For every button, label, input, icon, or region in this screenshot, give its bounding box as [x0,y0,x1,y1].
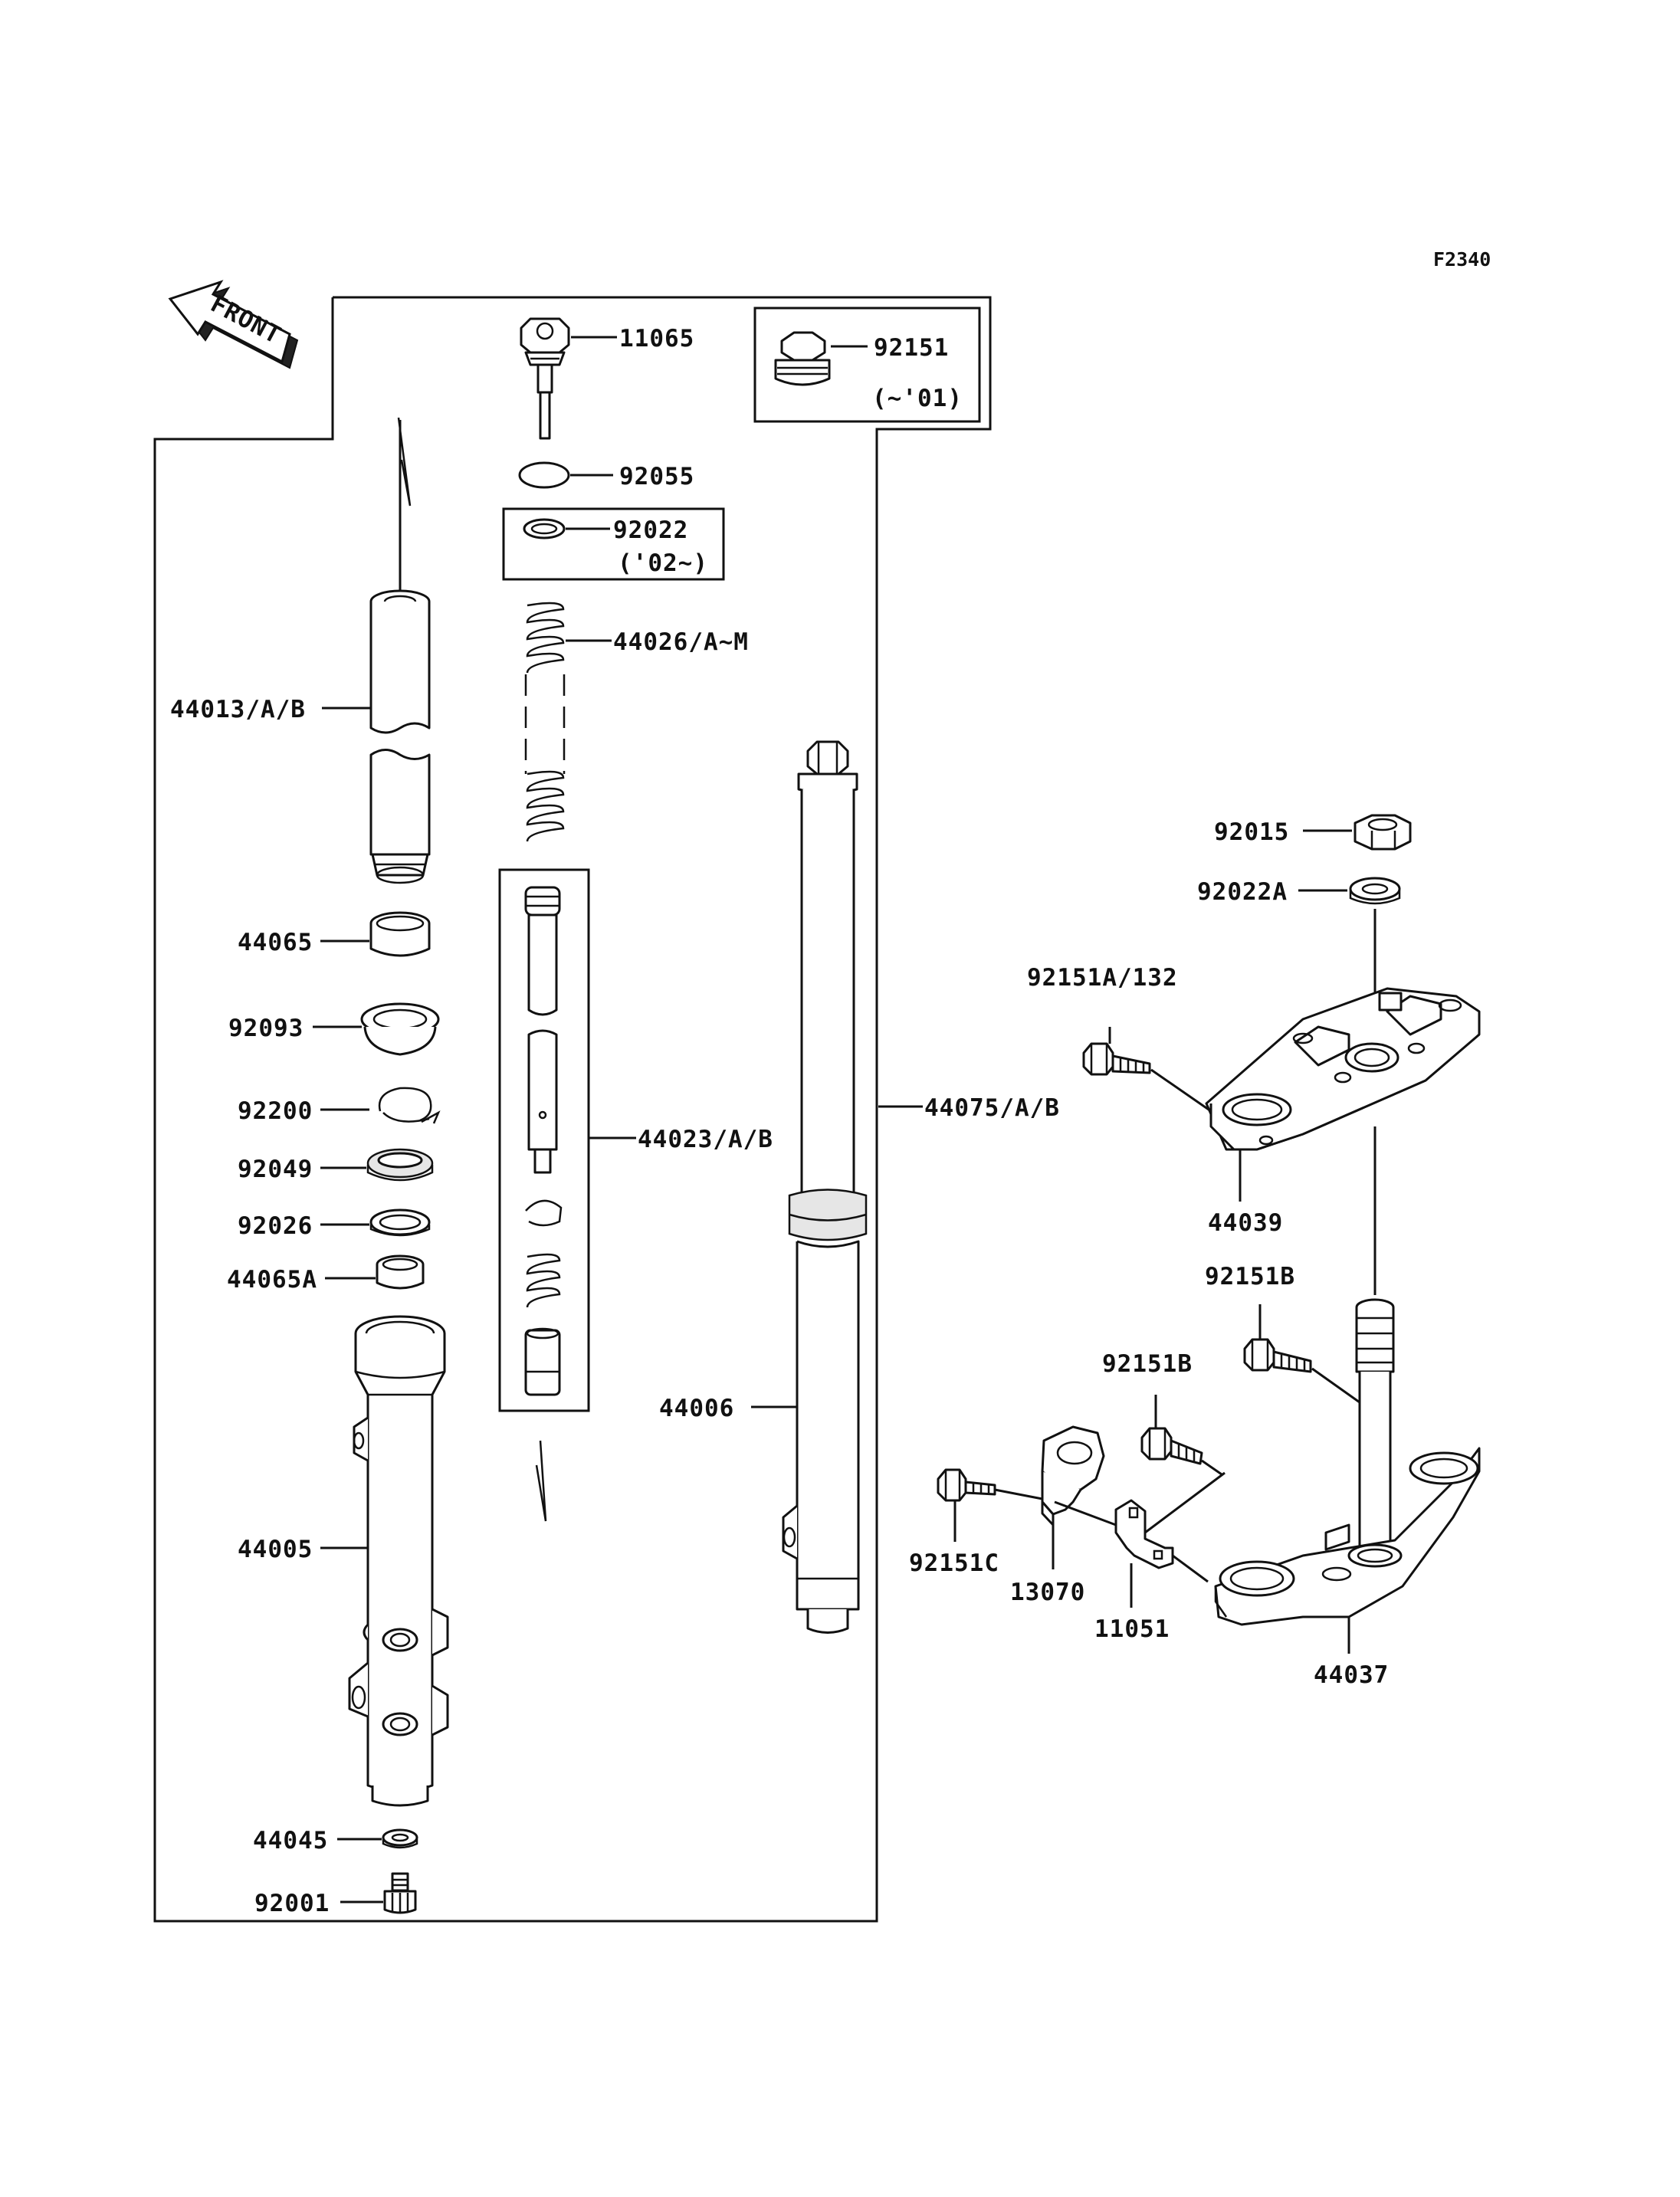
bolt-92151C-icon [937,1468,996,1502]
label-92022: 92022 [613,516,688,544]
label-44039: 44039 [1208,1209,1283,1237]
leader-92151C [994,1488,1043,1500]
washer-92022-icon [523,518,566,539]
label-44005: 44005 [238,1536,313,1563]
label-13070: 13070 [1010,1579,1085,1606]
label-44037: 44037 [1314,1661,1389,1689]
fork-spring-44026-icon [524,602,566,842]
label-44065: 44065 [238,929,313,956]
label-92015: 92015 [1214,818,1289,846]
circlip-92200-icon [378,1087,441,1124]
outer-tube-44005-icon [348,1315,449,1807]
label-92200: 92200 [238,1097,313,1125]
top-cap-11065-icon [520,317,570,440]
label-44013: 44013/A/B [170,696,306,723]
fork-assembly-44075-icon [782,740,868,1634]
inset-box-92151 [753,307,981,423]
oil-seal-92049-icon [366,1148,434,1182]
label-92055: 92055 [619,463,694,490]
label-44006: 44006 [659,1395,734,1422]
label-92151: 92151 [874,334,949,362]
washer-44045-icon [382,1828,418,1849]
inner-tube-44013-icon [369,589,431,884]
label-92151B-2: 92151B [1102,1350,1193,1378]
front-arrow-icon: FRONT [168,280,299,369]
label-92049: 92049 [238,1156,313,1183]
steering-stem-44037-icon [1214,1298,1481,1626]
label-11065: 11065 [619,325,694,353]
label-92151-note: (~'01) [872,385,963,412]
inset-box-92022 [502,507,725,581]
fork-assembly-outline [153,296,992,1923]
bolt-92151B-1-icon [1243,1338,1312,1373]
upper-bracket-44039-icon [1205,987,1481,1151]
leader-11051-up [1144,1471,1226,1534]
leader-11051-right [1172,1554,1209,1583]
label-92022A: 92022A [1197,878,1288,906]
label-92151C: 92151C [909,1549,999,1577]
label-44026: 44026/A~M [613,628,749,656]
washer-92022A-icon [1349,877,1401,905]
bolt-92151A-icon [1082,1042,1151,1076]
label-92026: 92026 [238,1212,313,1240]
dust-seal-92093-icon [360,1002,440,1056]
bushing-44065A-icon [376,1254,425,1290]
leader-92151B-2 [1201,1459,1222,1476]
label-44045: 44045 [253,1827,328,1854]
bolt-92151B-2-icon [1140,1427,1203,1465]
bolt-92001-icon [383,1872,417,1914]
label-92022-note: ('02~) [618,549,708,577]
leader-92151B-1 [1311,1367,1360,1404]
leader-13070-bracket [1054,1500,1117,1526]
label-11051: 11051 [1094,1615,1170,1643]
label-92001: 92001 [254,1890,330,1917]
break-mark-lower [535,1440,547,1522]
label-92151A: 92151A/132 [1027,964,1178,992]
nut-92015-icon [1354,814,1412,851]
bushing-44065-icon [369,911,431,957]
label-44065A: 44065A [227,1266,317,1294]
washer-92022-hole [530,523,558,535]
cap-bolt-92151-icon [774,331,831,386]
leader-92151A [1150,1068,1212,1113]
inset-box-44023 [498,868,590,1412]
diagram-code: F2340 [1433,248,1491,271]
bracket-11051-icon [1114,1499,1174,1569]
label-92151B-1: 92151B [1205,1263,1295,1290]
label-44023: 44023/A/B [638,1126,773,1153]
washer-92026-icon [369,1208,431,1237]
label-92093: 92093 [228,1015,304,1042]
damper-rod-44023-icon [524,886,563,1396]
break-mark-upper [397,417,412,507]
clamp-13070-icon [1041,1425,1105,1526]
label-44075: 44075/A/B [924,1094,1060,1122]
o-ring-92055-icon [518,461,570,489]
